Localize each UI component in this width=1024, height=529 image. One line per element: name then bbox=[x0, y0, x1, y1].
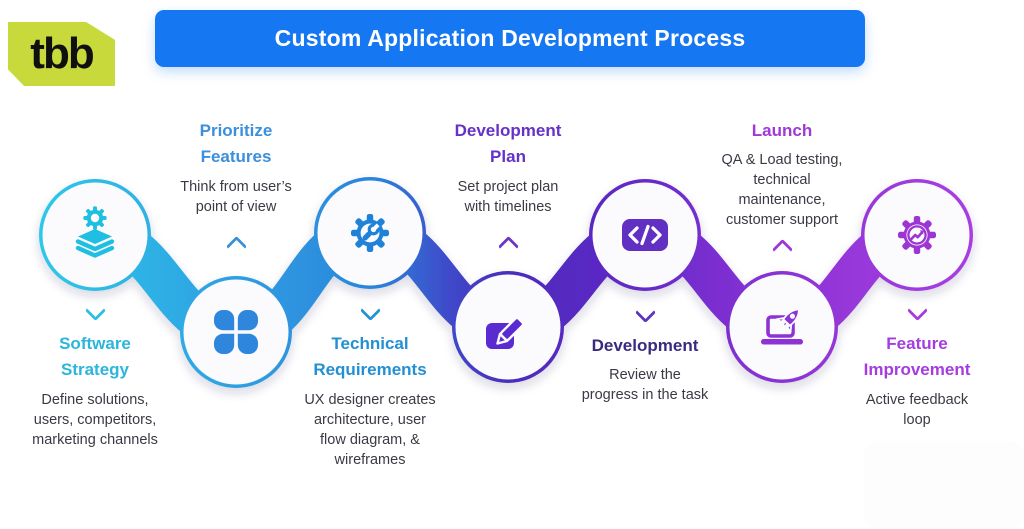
step-circle bbox=[183, 279, 289, 385]
chevron-down-icon bbox=[359, 299, 381, 322]
rocket-laptop-icon bbox=[761, 308, 803, 345]
step-launch: Launch QA & Load testing, technical main… bbox=[697, 118, 867, 262]
step-software-strategy: Software Strategy Define solutions, user… bbox=[10, 299, 180, 450]
chevron-up-icon bbox=[225, 235, 247, 257]
step-description: Think from user’s point of view bbox=[180, 178, 292, 215]
chevron-down-icon bbox=[634, 301, 656, 324]
chevron-down-icon bbox=[906, 299, 928, 322]
step-description: QA & Load testing, technical maintenance… bbox=[721, 152, 843, 229]
step-description: Define solutions, users, competitors, ma… bbox=[32, 391, 158, 448]
step-title: Prioritize Features bbox=[199, 121, 273, 167]
step-description: Review the progress in the task bbox=[581, 367, 709, 404]
sketch-pencil-icon bbox=[486, 316, 525, 349]
step-title: Launch bbox=[751, 121, 813, 140]
step-development-plan: Development Plan Set project plan with t… bbox=[423, 118, 593, 259]
step-technical-requirements: Technical Requirements UX designer creat… bbox=[285, 299, 455, 470]
watermark bbox=[864, 441, 1024, 529]
step-title: Software Strategy bbox=[59, 334, 131, 380]
step-feature-improvement: Feature Improvement Active feedback loop bbox=[832, 299, 1002, 430]
chevron-up-icon bbox=[771, 239, 793, 261]
chevron-up-icon bbox=[497, 235, 519, 257]
step-title: Technical Requirements bbox=[313, 334, 427, 380]
tbb-logo: tbb bbox=[8, 22, 115, 86]
clover-apps-icon bbox=[214, 310, 258, 354]
page-title: Custom Application Development Process bbox=[155, 10, 865, 67]
step-description: Set project plan with timelines bbox=[457, 178, 559, 215]
code-icon bbox=[622, 219, 668, 251]
step-prioritize-features: Prioritize Features Think from user’s po… bbox=[151, 118, 321, 259]
step-title: Development bbox=[591, 336, 699, 355]
gear-wrench-icon bbox=[351, 214, 389, 252]
step-description: UX designer creates architecture, user f… bbox=[304, 391, 436, 468]
gear-growth-icon bbox=[898, 216, 936, 254]
layers-gear-icon bbox=[75, 206, 115, 258]
step-description: Active feedback loop bbox=[865, 391, 969, 428]
step-title: Development Plan bbox=[454, 121, 562, 167]
step-development: Development Review the progress in the t… bbox=[560, 301, 730, 405]
chevron-down-icon bbox=[84, 299, 106, 322]
step-title: Feature Improvement bbox=[863, 334, 971, 380]
